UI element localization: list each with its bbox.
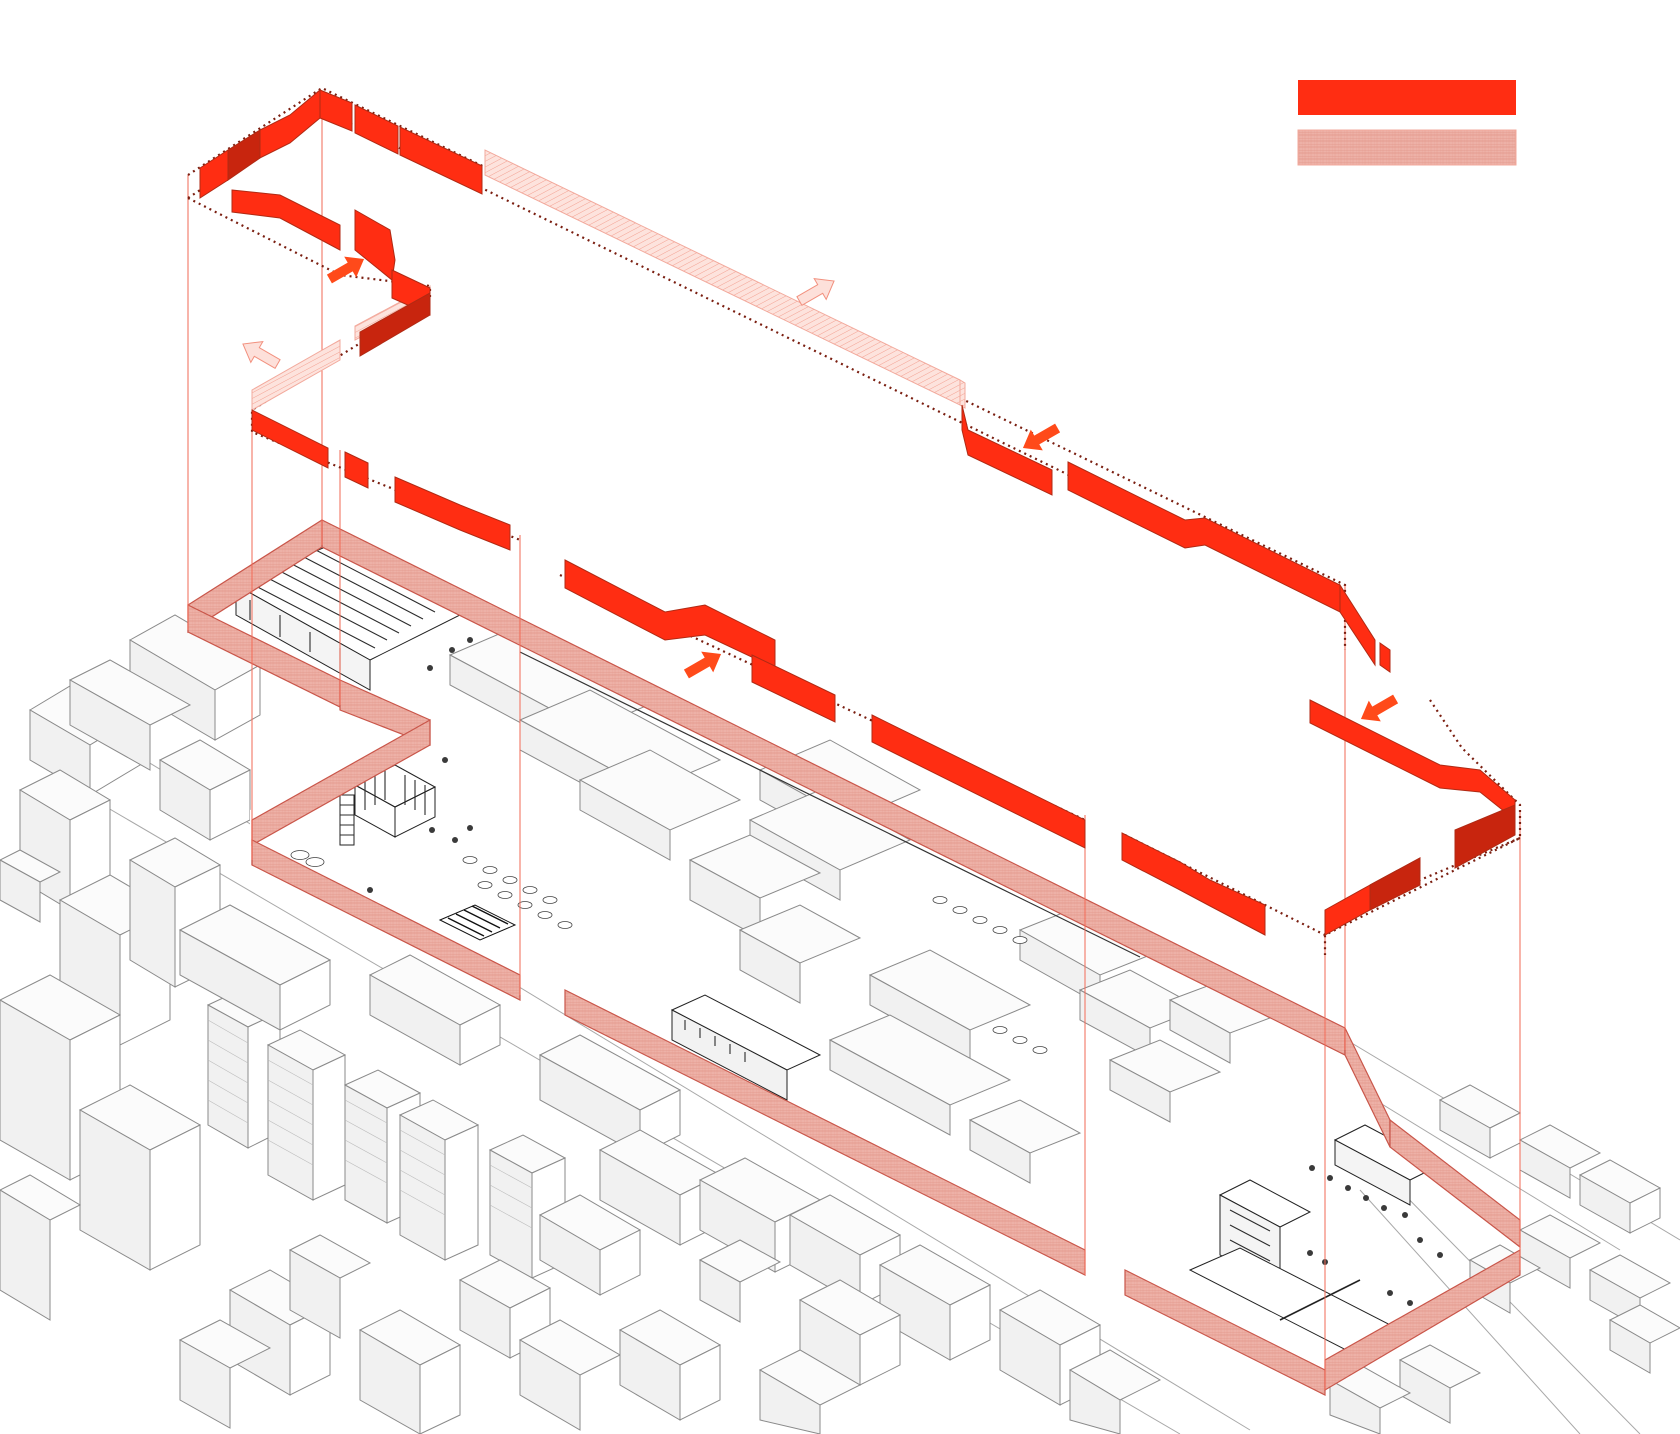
solid-segments-south	[564, 559, 1266, 936]
legend-swatch-solid	[1298, 80, 1516, 115]
arrow-in-icon	[326, 256, 365, 284]
arrow-in-icon	[683, 651, 722, 679]
open-segment-north-end	[959, 379, 966, 409]
wall-south-east	[1124, 1269, 1326, 1396]
solid-segments-east	[1309, 699, 1516, 936]
solid-segments-north	[199, 88, 483, 199]
arrow-out-icon	[796, 277, 835, 307]
brick-building	[670, 994, 822, 1101]
residential-towers	[206, 989, 567, 1279]
context-block-group-bottom	[178, 1234, 1162, 1434]
context-city-blocks	[0, 614, 1680, 1434]
flow-arrows	[242, 256, 1399, 722]
boundary-outline-notch	[187, 197, 521, 542]
factory-site-interior	[190, 525, 1443, 1353]
open-segment-west	[251, 339, 341, 411]
boundary-outline-bottom	[187, 108, 1346, 611]
storage-tanks	[290, 850, 1048, 1054]
diagonal-road	[1389, 1179, 1641, 1434]
context-block-group-east	[1328, 1084, 1680, 1434]
south-east-buildings	[1188, 1124, 1442, 1353]
context-block-group-south	[178, 904, 992, 1361]
industrial-sheds	[448, 624, 1272, 1184]
context-block-group-west	[0, 837, 222, 1321]
diagonal-road	[1359, 1189, 1581, 1434]
legend-swatch-hatched	[1297, 129, 1517, 166]
context-block-group-left	[0, 614, 262, 923]
exploded-boundary-layer	[187, 86, 1522, 955]
solid-segments-northeast	[961, 404, 1391, 673]
arrow-in-icon	[1022, 423, 1061, 451]
projection-lines	[187, 92, 1521, 1390]
solid-segments-west	[251, 409, 511, 551]
trees	[367, 637, 1443, 1306]
arrow-out-icon	[242, 340, 281, 370]
legend	[1297, 80, 1517, 166]
site-perimeter-wall	[187, 518, 1521, 1396]
open-segment-north	[484, 149, 961, 406]
steel-roof-canopy	[438, 904, 517, 941]
solid-segments-notch	[231, 189, 431, 357]
boundary-outline-top	[187, 86, 1347, 650]
arrow-in-icon	[1360, 694, 1399, 722]
